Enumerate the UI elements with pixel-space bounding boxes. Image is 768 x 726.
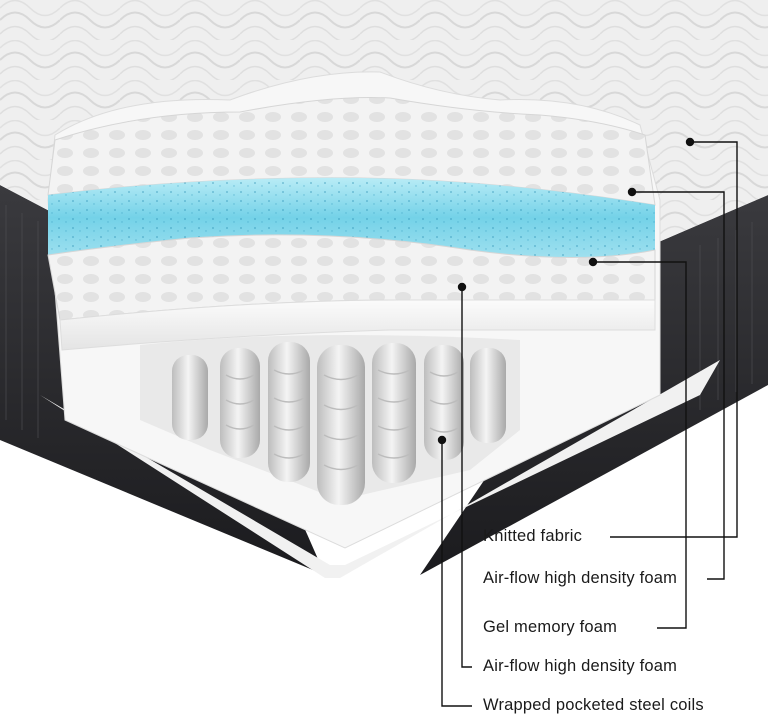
- coil: [317, 345, 365, 505]
- label-knitted-fabric: Knitted fabric: [483, 527, 583, 545]
- coil: [268, 342, 310, 482]
- coil: [372, 343, 416, 483]
- pocketed-coils-group: [172, 342, 506, 505]
- leader-airflow-foam-top: [632, 191, 725, 580]
- label-pocketed-coils: Wrapped pocketed steel coils: [483, 696, 704, 714]
- leader-lines: [437, 137, 738, 707]
- leader-airflow-foam-bottom: [461, 287, 472, 668]
- coil: [172, 355, 208, 440]
- leader-gel-memory-foam: [593, 261, 687, 629]
- coil: [220, 348, 260, 458]
- label-airflow-foam-bottom: Air-flow high density foam: [483, 657, 678, 675]
- leader-knitted-fabric: [610, 141, 738, 538]
- label-gel-memory-foam: Gel memory foam: [483, 618, 618, 636]
- leader-pocketed-coils: [441, 440, 472, 707]
- coil: [470, 348, 506, 443]
- label-airflow-foam-top: Air-flow high density foam: [483, 569, 678, 587]
